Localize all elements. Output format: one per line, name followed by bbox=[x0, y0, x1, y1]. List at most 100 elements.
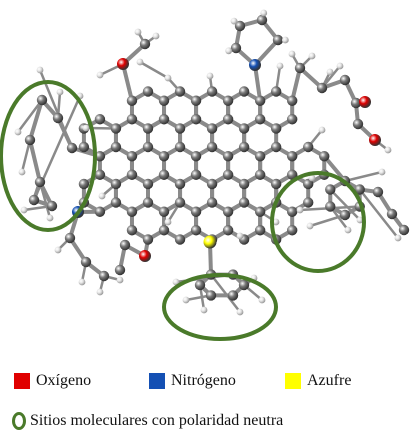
carbon-atom bbox=[270, 123, 282, 134]
hydrogen-atom bbox=[344, 226, 352, 234]
hydrogen-atom bbox=[152, 32, 160, 40]
carbon-atom bbox=[66, 142, 78, 154]
carbon-atom bbox=[222, 206, 234, 217]
hydrogen-atom bbox=[258, 296, 266, 304]
carbon-atom bbox=[158, 206, 170, 217]
carbon-atom bbox=[234, 20, 246, 32]
carbon-atom bbox=[270, 178, 282, 190]
hydrogen-atom bbox=[230, 17, 238, 25]
carbon-atom bbox=[194, 279, 206, 291]
oxygen-atom bbox=[359, 96, 371, 108]
nitrogen-swatch bbox=[149, 373, 165, 389]
carbon-atom bbox=[286, 151, 298, 162]
carbon-atom bbox=[174, 197, 186, 208]
carbon-atom bbox=[139, 38, 151, 50]
carbon-atom bbox=[222, 225, 234, 236]
hydrogen-atom bbox=[98, 192, 106, 200]
carbon-atom bbox=[325, 184, 336, 195]
legend-neutral-sites: Sitios moleculares con polaridad neutra bbox=[12, 412, 283, 430]
hydrogen-atom bbox=[236, 232, 244, 240]
hydrogen-atom bbox=[164, 74, 172, 82]
hydrogen-atom bbox=[236, 308, 244, 316]
carbon-atom bbox=[110, 197, 122, 208]
legend-oxygen: Oxígeno bbox=[14, 372, 91, 390]
hydrogen-atom bbox=[136, 58, 144, 66]
bond bbox=[329, 188, 362, 222]
hydrogen-atom bbox=[306, 222, 314, 230]
hydrogen-atom bbox=[54, 246, 62, 254]
carbon-atom bbox=[206, 123, 218, 134]
carbon-atom bbox=[270, 86, 282, 97]
carbon-atom bbox=[126, 151, 138, 162]
hydrogen-atom bbox=[378, 168, 386, 176]
neutral-polarity-sites bbox=[0, 80, 366, 341]
carbon-atom bbox=[190, 225, 202, 236]
hydrogen-atom bbox=[225, 47, 233, 55]
oxygen-swatch bbox=[14, 373, 30, 389]
carbon-atom bbox=[110, 123, 122, 134]
carbon-atom bbox=[126, 169, 138, 180]
carbon-atom bbox=[222, 169, 234, 180]
carbon-atom bbox=[142, 141, 154, 153]
molecule-diagram bbox=[0, 9, 410, 341]
molecular-bonds bbox=[16, 11, 406, 314]
hydrogen-atom bbox=[14, 128, 22, 136]
carbon-atom bbox=[222, 151, 234, 162]
hydrogen-atom bbox=[116, 276, 124, 284]
carbon-atom bbox=[270, 141, 282, 153]
carbon-atom bbox=[230, 42, 242, 54]
carbon-atom bbox=[94, 151, 106, 162]
carbon-atom bbox=[36, 94, 48, 106]
carbon-atom bbox=[238, 86, 250, 97]
carbon-atom bbox=[386, 208, 398, 220]
molecular-atoms bbox=[14, 9, 410, 316]
hydrogen-atom bbox=[18, 168, 26, 176]
carbon-atom bbox=[52, 112, 64, 124]
carbon-atom bbox=[110, 178, 122, 190]
carbon-atom bbox=[142, 234, 154, 245]
bond bbox=[290, 66, 302, 103]
bond bbox=[138, 60, 170, 80]
hydrogen-atom bbox=[96, 71, 104, 79]
hydrogen-atom bbox=[281, 36, 289, 44]
hydrogen-atom bbox=[288, 50, 296, 58]
nitrogen-label: Nitrógeno bbox=[171, 372, 236, 389]
carbon-atom bbox=[254, 114, 266, 125]
carbon-atom bbox=[126, 225, 138, 236]
hydrogen-atom bbox=[36, 66, 44, 74]
carbon-atom bbox=[174, 86, 186, 97]
hydrogen-atom bbox=[296, 206, 304, 214]
carbon-atom bbox=[316, 82, 328, 94]
carbon-atom bbox=[339, 74, 351, 86]
carbon-atom bbox=[94, 169, 106, 180]
sulfur-swatch bbox=[285, 373, 301, 389]
carbon-atom bbox=[174, 141, 186, 153]
hydrogen-atom bbox=[326, 68, 334, 76]
bond bbox=[343, 170, 384, 183]
bond bbox=[358, 188, 400, 240]
carbon-atom bbox=[190, 151, 202, 162]
carbon-atom bbox=[205, 290, 217, 301]
bond bbox=[38, 180, 52, 220]
sulfur-atom bbox=[203, 235, 217, 249]
legend-nitrogen: Nitrógeno bbox=[149, 372, 236, 390]
hydrogen-atom bbox=[82, 124, 90, 132]
carbon-atom bbox=[294, 62, 306, 74]
hydrogen-atom bbox=[96, 288, 104, 296]
carbon-atom bbox=[114, 264, 126, 276]
hydrogen-atom bbox=[318, 126, 326, 134]
carbon-atom bbox=[352, 118, 364, 130]
carbon-atom bbox=[319, 151, 330, 162]
carbon-atom bbox=[64, 232, 76, 244]
carbon-atom bbox=[206, 197, 218, 208]
hydrogen-atom bbox=[308, 52, 316, 60]
carbon-atom bbox=[78, 141, 90, 153]
carbon-atom bbox=[238, 197, 250, 208]
carbon-atom bbox=[303, 197, 314, 208]
hydrogen-atom bbox=[134, 28, 142, 36]
hydrogen-atom bbox=[394, 234, 402, 242]
carbon-atom bbox=[254, 169, 266, 180]
carbon-atom bbox=[34, 176, 46, 188]
carbon-atom bbox=[110, 141, 122, 153]
carbon-atom bbox=[142, 123, 154, 134]
